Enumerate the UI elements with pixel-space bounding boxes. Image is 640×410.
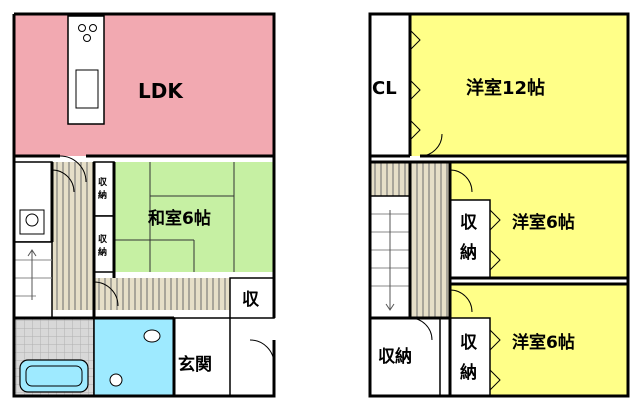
label-yoshitsu-12: 洋室12帖 [466, 77, 545, 99]
label-yoshitsu-6-lower: 洋室6帖 [512, 332, 575, 353]
landing-2f [370, 162, 410, 196]
label-yoshitsu-6-upper: 洋室6帖 [512, 212, 575, 233]
label-washitsu: 和室6帖 [148, 208, 211, 229]
floor-1 [12, 12, 276, 398]
stairs-1f [13, 241, 53, 319]
closet-cl [370, 14, 410, 156]
closet-low [449, 317, 491, 397]
label-shuno-low1: 収 [460, 333, 478, 353]
label-genkan: 玄関 [178, 354, 212, 375]
label-shuno-mid2: 納 [460, 242, 477, 263]
label-shuno-mid1: 収 [460, 213, 478, 233]
closet-mid [449, 199, 491, 279]
label-shuno-b2: 納 [98, 246, 107, 258]
floor-2 [368, 12, 630, 398]
closet-upper [93, 161, 115, 217]
label-shuno-a2: 納 [98, 189, 107, 201]
entrance-genkan [173, 317, 231, 397]
label-shu: 収 [242, 290, 260, 310]
label-ldk: LDK [138, 79, 184, 103]
bathtub [19, 359, 89, 393]
label-shuno-low2: 納 [460, 362, 477, 383]
label-cl: CL [372, 78, 397, 99]
label-shuno-b1: 収 [98, 233, 108, 245]
label-shuno-a1: 収 [98, 176, 108, 188]
label-shuno-bottom: 収納 [378, 346, 412, 367]
room-ldk [14, 14, 274, 156]
hallway-floor-2 [94, 278, 230, 310]
room-yoshitsu-12 [410, 14, 628, 156]
walls-floor1 [12, 12, 276, 398]
hallway-floor-2f [410, 162, 450, 318]
washroom [93, 317, 175, 397]
walls-floor2 [368, 12, 630, 398]
